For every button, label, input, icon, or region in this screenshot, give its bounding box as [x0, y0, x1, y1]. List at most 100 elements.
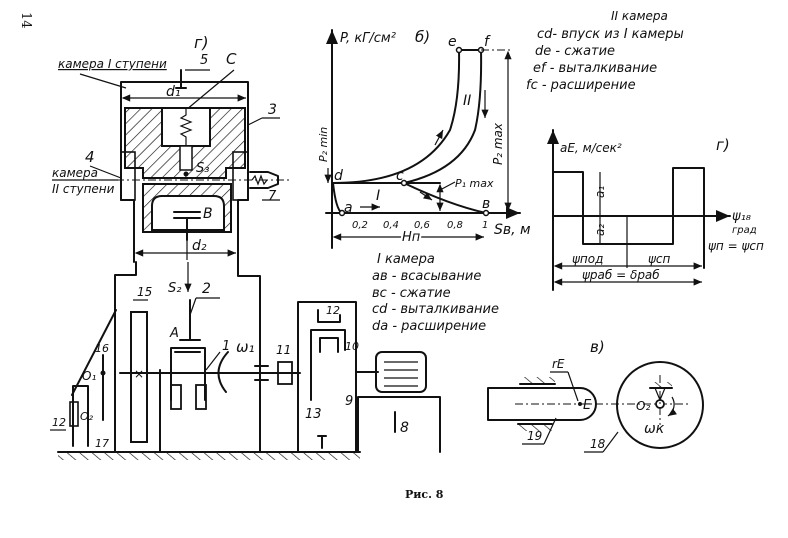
- s3-label: S₃: [196, 161, 209, 176]
- chamber2-legend-title: II камера: [611, 9, 668, 23]
- pv-y-axis-label: P, кГ/см²: [340, 31, 396, 46]
- pivot-support-hatch: [650, 382, 672, 388]
- point-b-label: B: [203, 206, 213, 222]
- part-15-label: 15: [137, 285, 152, 299]
- flow-arrow-de: [434, 129, 444, 146]
- chamber1-legend-line: вc - сжатие: [372, 286, 451, 301]
- cam-panel-label: в): [590, 338, 605, 356]
- region-1-label: I: [376, 188, 380, 204]
- page-number: 14: [18, 12, 33, 29]
- bracket-17: [72, 385, 89, 447]
- cam-disk-18: [616, 361, 704, 449]
- curve-da: [332, 182, 343, 214]
- part-11-label: 11: [276, 343, 291, 357]
- side-port-right: [232, 151, 249, 201]
- chamber1-label: камера I ступени: [58, 57, 167, 71]
- chamber2-label-line1: камера: [52, 166, 98, 180]
- coupling-11: [277, 361, 293, 385]
- chamber2-legend-line: cd- впуск из I камеры: [537, 27, 684, 42]
- chamber2-legend: II камера cd- впуск из I камеры de - сжа…: [526, 9, 684, 93]
- follower-19: [487, 387, 597, 421]
- point-c-leader: [185, 69, 235, 111]
- valve-7-body: [249, 171, 279, 189]
- accel-curve: [552, 167, 705, 269]
- part-5-label: 5: [200, 53, 208, 68]
- chamber2-legend-line: de - сжатие: [535, 44, 615, 59]
- accel-x-unit: град: [732, 225, 757, 236]
- side-port-left: [120, 151, 136, 201]
- part-7-label: 7: [268, 189, 277, 204]
- p2min-label: P₂ min: [317, 127, 330, 162]
- part-12-label: 12: [326, 304, 340, 317]
- accel-y-axis-label: aЕ, м/сек²: [560, 141, 622, 155]
- mechanism-drawing: S₂ 2 A 1 ω₁ 15 × 16 O₁ O₂ 12: [50, 261, 441, 460]
- point-f-label: f: [484, 34, 491, 50]
- point-e-dot: [578, 402, 582, 406]
- piston-rod-slot: [179, 145, 193, 171]
- x-tick-label: 0,2: [352, 220, 368, 231]
- x-tick-label: 0,8: [447, 220, 463, 231]
- frame-diagonal: [71, 309, 117, 396]
- point-c-label: c: [396, 168, 404, 184]
- point-b-label: в: [482, 196, 490, 212]
- pv-x-axis-label: Sв, м: [494, 222, 531, 238]
- p2max-label: P₂ max: [491, 122, 505, 165]
- phi-pod-label: ψпод: [572, 252, 603, 266]
- part-1-leader: [205, 351, 221, 371]
- frame-outline: [114, 261, 261, 453]
- part-4-leader: [89, 165, 122, 179]
- flow-arrow-cb: [419, 191, 433, 201]
- upper-cylinder: [120, 81, 249, 156]
- point-a: [338, 209, 346, 217]
- part-2-leader: [189, 297, 197, 316]
- part-19-label: 19: [527, 429, 542, 443]
- point-a-label: a: [344, 200, 353, 216]
- phi-rab-label: ψраб = δраб: [582, 268, 660, 282]
- point-e-label: e: [448, 34, 457, 50]
- guide-bottom-hatch: [518, 424, 552, 431]
- point-e: [455, 46, 463, 54]
- part-1-label: 1: [222, 339, 230, 354]
- chamber1-legend-line: cd - выталкивание: [372, 302, 499, 317]
- point-c: [400, 179, 408, 187]
- part-18-leader: [602, 431, 619, 453]
- accel-x-axis-label: ψ₁₈: [732, 209, 751, 224]
- part-12-left-label: 12: [52, 416, 66, 429]
- o1-center: [100, 370, 106, 376]
- chamber1-legend-line: aв - всасывание: [372, 269, 481, 284]
- chamber1-legend-title: I камера: [377, 252, 435, 267]
- gear-train-10: [310, 329, 346, 401]
- part-19-leader: [543, 417, 557, 445]
- region-2-label: II: [463, 93, 471, 109]
- ground-hatch: [58, 452, 360, 460]
- part-18-label: 18: [590, 437, 606, 451]
- x-tick-label: 0,4: [383, 220, 399, 231]
- part-9-label: 9: [345, 394, 353, 409]
- chamber2-label-line2: II ступени: [52, 182, 115, 196]
- part-13-label: 13: [305, 407, 322, 422]
- o1-label: O₁: [82, 369, 96, 383]
- gear-12: [317, 309, 341, 323]
- point-b: [482, 209, 490, 217]
- chamber2-legend-line: fc - расширение: [526, 78, 636, 93]
- compressor-drawing: г) камера I ступени 5 C d₁ 3 S₃ 4 камера…: [52, 33, 290, 263]
- omega-k-arrow: [667, 396, 677, 417]
- pivot-leg: [654, 387, 661, 401]
- a1-label: a₁: [593, 186, 607, 198]
- x-tick-label: 0,6: [414, 220, 430, 231]
- part-10-label: 10: [345, 340, 359, 353]
- figure-caption: Рис. 8: [405, 488, 444, 501]
- roller-12: [69, 401, 79, 427]
- gear-11-inner: [319, 337, 339, 353]
- chamber1-legend: I камера aв - всасывание вc - сжатие cd …: [372, 252, 499, 334]
- a2-label: a₂: [593, 224, 607, 236]
- omega-k-label: ωк: [644, 421, 665, 437]
- pv-diagram: P, кГ/см² б) a в c d e f I II P₁ max: [317, 28, 531, 249]
- chamber1-leader: [79, 73, 127, 89]
- part-2-label: 2: [202, 281, 211, 297]
- part-4-label: 4: [85, 148, 95, 166]
- part-17-label: 17: [95, 437, 109, 450]
- s2-label: S₂: [168, 281, 181, 296]
- curve-cb: [403, 182, 487, 214]
